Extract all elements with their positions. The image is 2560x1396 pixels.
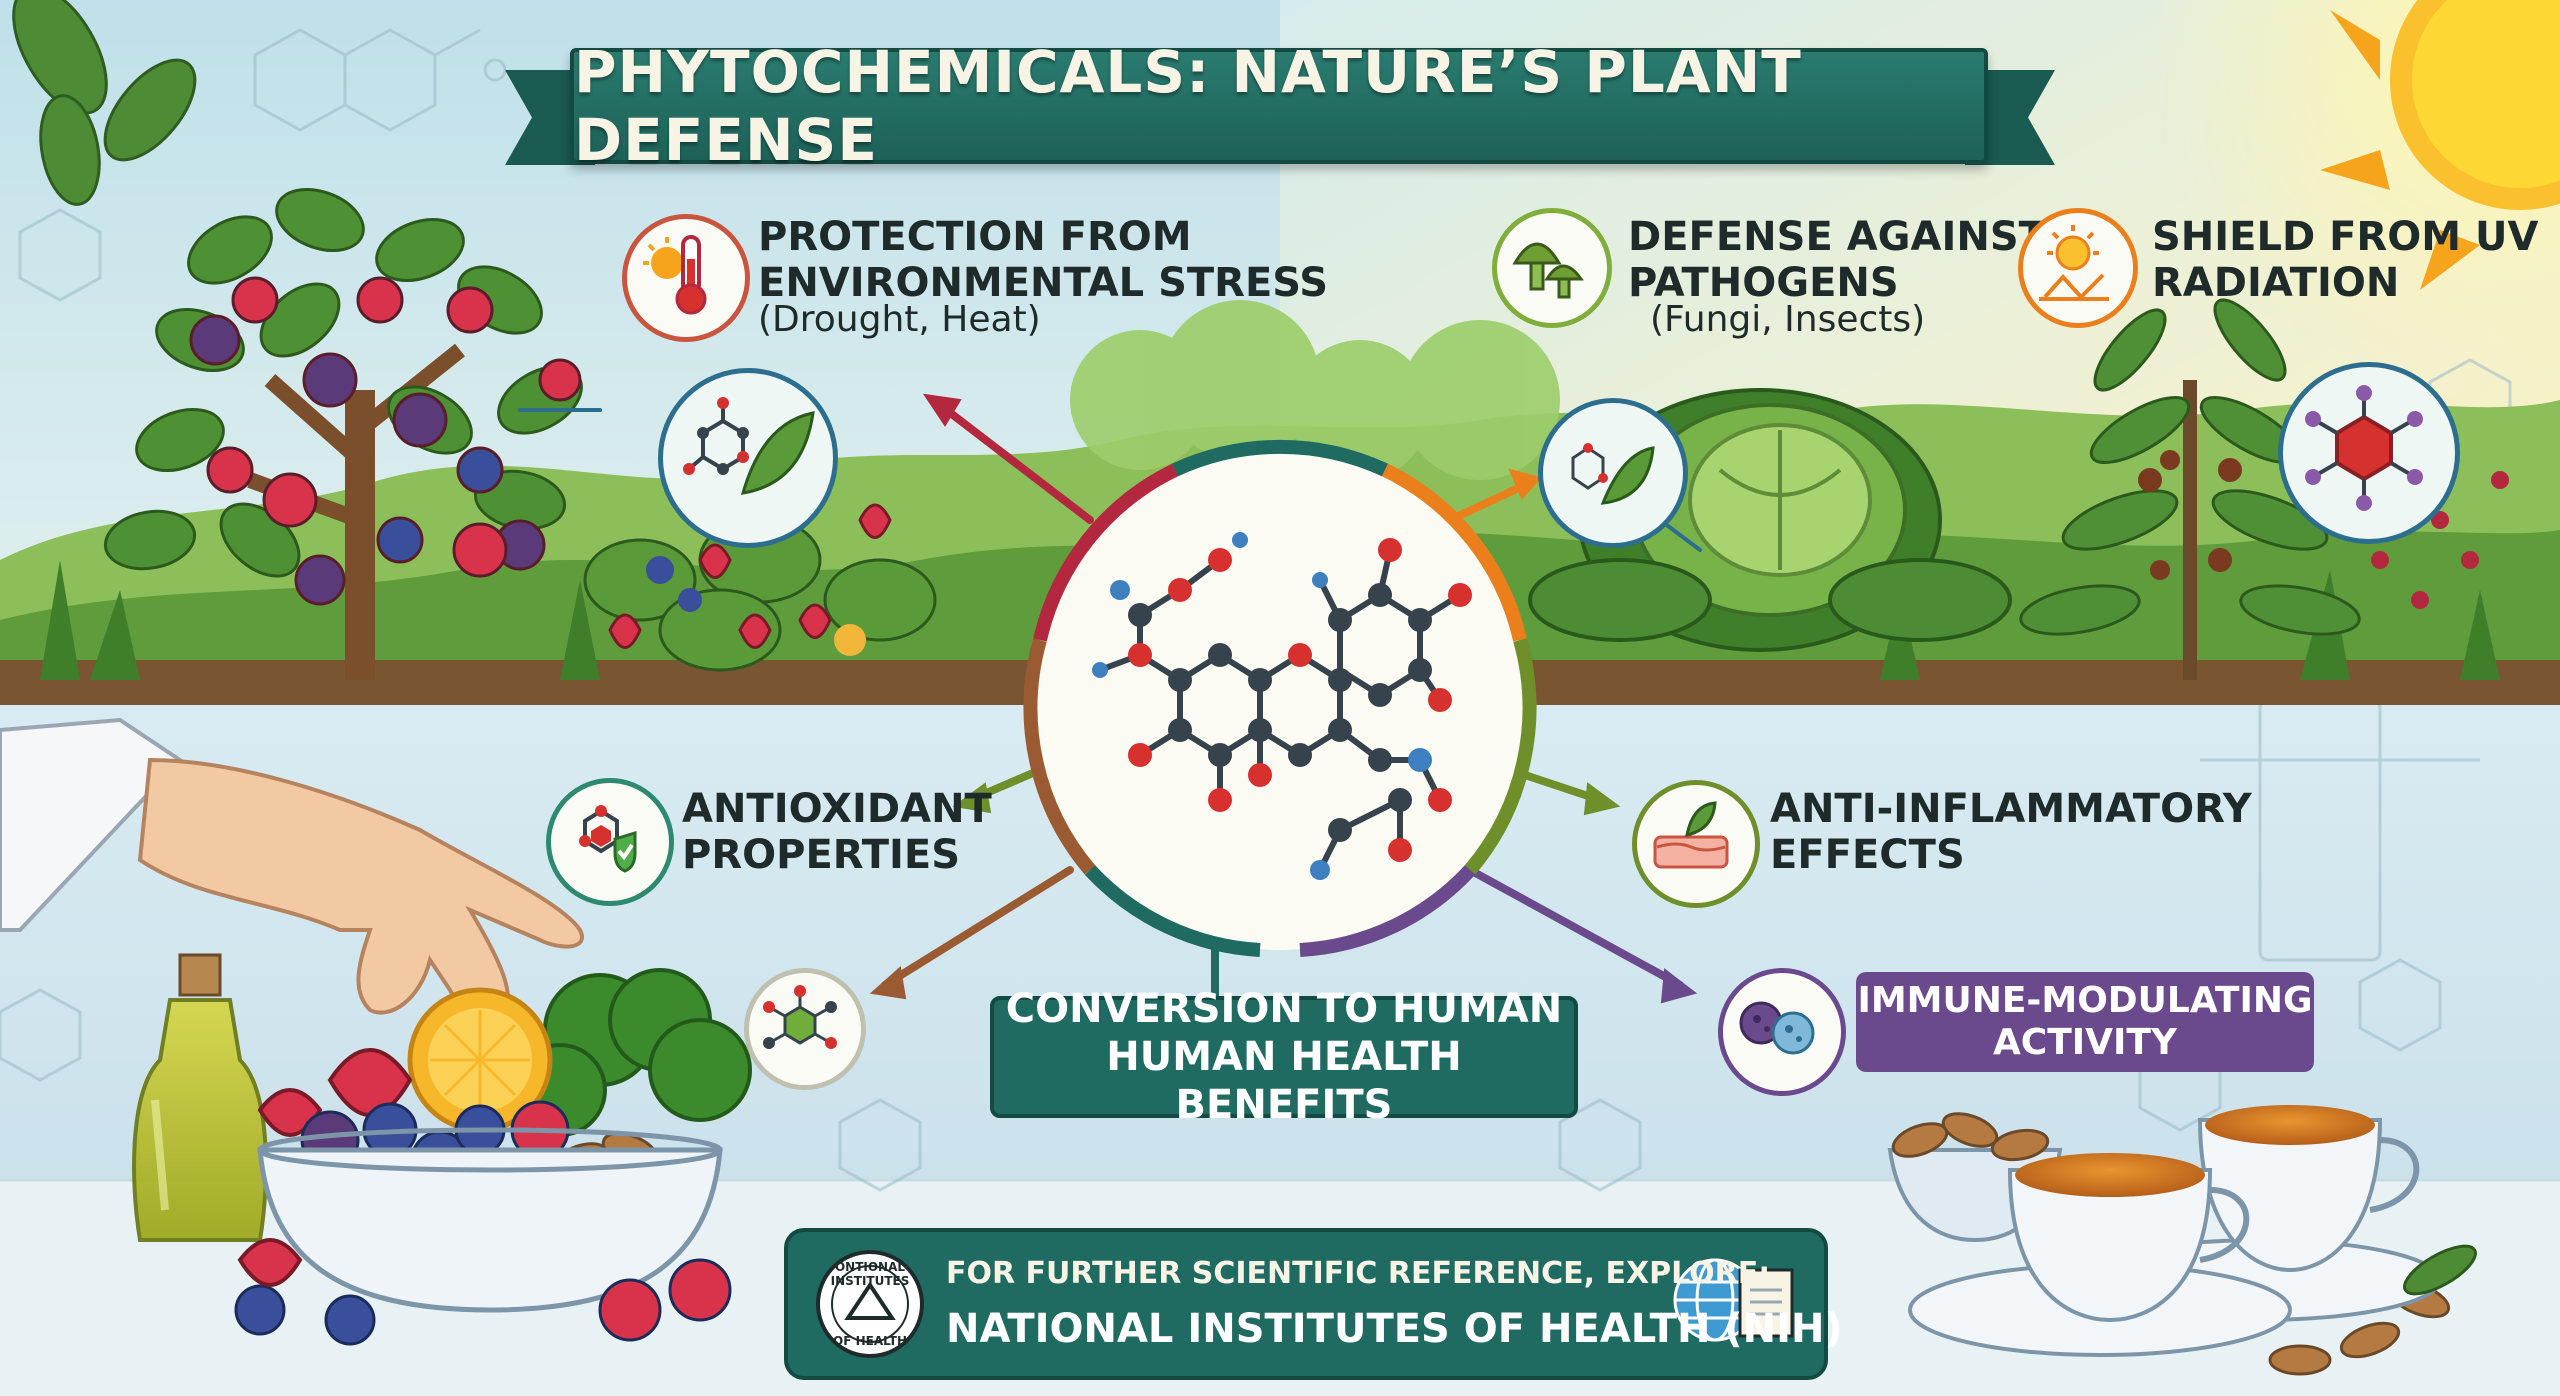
title-banner: PHYTOCHEMICALS: NATURE’S PLANT DEFENSE xyxy=(570,38,1988,174)
anti-inflammatory-label: ANTI-INFLAMMATORY EFFECTS xyxy=(1770,786,2252,878)
uv-radiation-line-2: RADIATION xyxy=(2152,260,2400,306)
environmental-stress-line-1: PROTECTION FROM xyxy=(758,214,1192,260)
leaf-molecule-magnifier xyxy=(658,368,838,548)
immune-modulating-line-2: ACTIVITY xyxy=(1992,1022,2178,1063)
skin-leaf-icon xyxy=(1632,780,1760,908)
conversion-box: CONVERSION TO HUMAN HUMAN HEALTH BENEFIT… xyxy=(990,986,1578,1128)
conversion-line-1: CONVERSION TO HUMAN xyxy=(1005,986,1563,1032)
uv-radiation-line-1: SHIELD FROM UV xyxy=(2152,214,2539,260)
environmental-stress-label: PROTECTION FROM ENVIRONMENTAL STRESS xyxy=(758,214,1328,306)
uv-molecule-magnifier xyxy=(2278,362,2460,544)
footer-prompt: FOR FURTHER SCIENTIFIC REFERENCE, EXPLOR… xyxy=(946,1256,1771,1291)
environmental-stress-detail: (Drought, Heat) xyxy=(758,299,1041,340)
anti-inflammatory-line-1: ANTI-INFLAMMATORY xyxy=(1770,786,2252,832)
nih-seal-top-text: ONTIONAL INSTITUTES xyxy=(830,1260,910,1288)
pathogens-line-2: PATHOGENS xyxy=(1628,260,1899,306)
footer-org-link[interactable]: NATIONAL INSTITUTES OF HEALTH (NIH) xyxy=(946,1306,1843,1352)
anti-inflammatory-line-2: EFFECTS xyxy=(1770,832,1965,878)
pathogens-detail: (Fungi, Insects) xyxy=(1650,299,1926,340)
sun-reflection-icon xyxy=(2018,208,2138,328)
antioxidant-line-1: ANTIOXIDANT xyxy=(682,786,992,832)
central-molecule-group xyxy=(1023,439,1537,957)
thermometer-sun-icon xyxy=(622,214,750,342)
pathogens-line-1: DEFENSE AGAINST xyxy=(1628,214,2046,260)
immune-modulating-box: IMMUNE-MODULATING ACTIVITY xyxy=(1856,972,2314,1072)
mushroom-icon xyxy=(1492,208,1612,328)
conversion-line-2: HUMAN HEALTH BENEFITS xyxy=(1106,1034,1462,1128)
globe-document-icon[interactable] xyxy=(1672,1258,1802,1348)
immune-modulating-line-1: IMMUNE-MODULATING xyxy=(1857,980,2313,1021)
immune-cells-icon xyxy=(1718,968,1846,1096)
nih-seal-bottom-text: OF HEALTH xyxy=(833,1334,907,1348)
uv-radiation-label: SHIELD FROM UV RADIATION xyxy=(2152,214,2538,306)
molecule-icon xyxy=(744,968,866,1090)
page-title: PHYTOCHEMICALS: NATURE’S PLANT DEFENSE xyxy=(574,38,1802,174)
antioxidant-line-2: PROPERTIES xyxy=(682,832,961,878)
pathogen-molecule-magnifier xyxy=(1538,398,1688,548)
antioxidant-label: ANTIOXIDANT PROPERTIES xyxy=(682,786,992,878)
molecule-shield-icon xyxy=(546,778,674,906)
environmental-stress-line-2: ENVIRONMENTAL STRESS xyxy=(758,260,1329,306)
pathogens-label: DEFENSE AGAINST PATHOGENS xyxy=(1628,214,2046,306)
